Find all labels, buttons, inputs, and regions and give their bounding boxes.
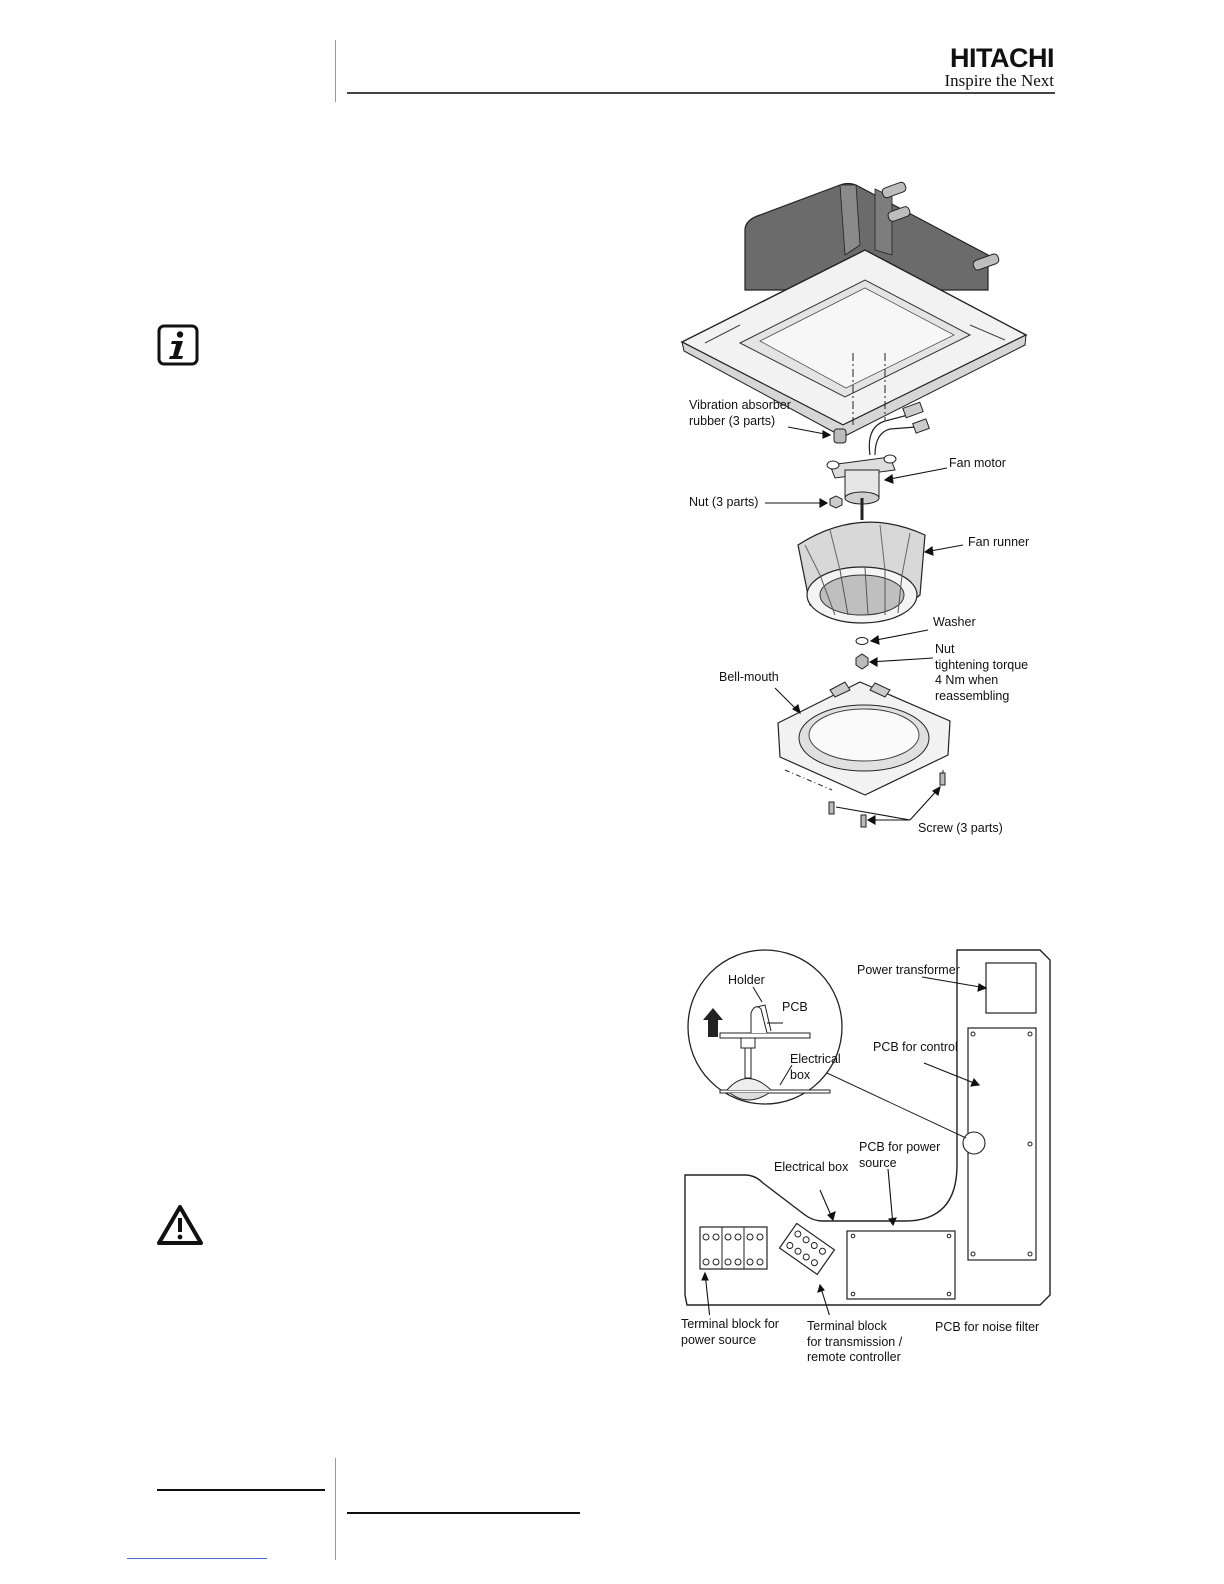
power-transformer-part [985,962,1037,1014]
electrical-box-figure [675,945,1060,1320]
cassette-unit-drawing [680,181,1028,438]
header-rule [347,92,1055,94]
footer-vertical-rule [335,1458,336,1560]
label-pcb-control: PCB for control [873,1040,958,1054]
label-pcb-noise-filter: PCB for noise filter [935,1320,1040,1334]
washer-part [855,637,869,645]
label-line: PCB for power [859,1140,941,1154]
label-washer: Washer [933,615,976,629]
label-line: Terminal block for [681,1317,779,1331]
holder-detail-view [687,949,967,1139]
label-electrical-box: Electrical box [774,1160,849,1174]
label-line: remote controller [807,1350,901,1364]
fan-motor-part [826,454,897,520]
label-line: reassembling [935,688,1010,703]
label-line: source [859,1155,897,1170]
terminal-block-power [699,1226,768,1270]
pcb-power-source-part [846,1230,956,1300]
label-line: power source [681,1332,757,1347]
label-line: Electrical [790,1052,841,1066]
label-electrical-detail: Electrical box [790,1052,841,1083]
vibration-absorber-part [833,428,847,444]
brand-logo: HITACHI Inspire the Next [944,44,1054,90]
nut-torque-part [855,653,869,670]
label-nut-parts: Nut (3 parts) [689,495,759,509]
screw-part [828,772,946,828]
label-line: tightening torque [935,657,1029,672]
label-power-transformer: Power transformer [857,963,960,977]
bell-mouth-part [777,681,951,796]
label-screw: Screw (3 parts) [918,821,1003,835]
fan-runner-part [797,521,926,624]
footer-right-rule [347,1512,580,1514]
nut-part [829,495,843,509]
label-line: Nut [935,642,955,656]
label-line: for transmission / [807,1334,903,1349]
label-bell-mouth: Bell-mouth [719,670,779,684]
fan-assembly-figure [670,175,1070,845]
label-line: box [790,1067,811,1082]
terminal-block-transmission [778,1222,836,1276]
label-vibration-absorber: Vibration absorber rubber (3 parts) [689,398,791,429]
label-line: 4 Nm when [935,673,999,687]
label-line: rubber (3 parts) [689,413,776,428]
electrical-box-outline [684,949,1051,1306]
label-terminal-power: Terminal block for power source [681,1317,779,1348]
footer-left-rule [157,1489,325,1491]
header-vertical-rule [335,40,336,102]
label-fan-runner: Fan runner [968,535,1030,549]
info-icon [157,324,199,366]
label-line: Terminal block [807,1319,887,1333]
brand-name: HITACHI [950,43,1054,73]
label-holder: Holder [728,973,765,987]
label-pcb-power-source: PCB for power source [859,1140,940,1171]
footer-link-underline[interactable] [127,1558,267,1559]
label-fan-motor: Fan motor [949,456,1006,470]
brand-tagline: Inspire the Next [944,71,1054,90]
label-line: Vibration absorber [689,398,791,412]
label-nut-torque: Nut tightening torque 4 Nm when reassemb… [935,642,1028,704]
label-terminal-transmission: Terminal block for transmission / remote… [807,1319,902,1366]
warning-icon [156,1204,204,1246]
label-pcb: PCB [782,1000,808,1014]
